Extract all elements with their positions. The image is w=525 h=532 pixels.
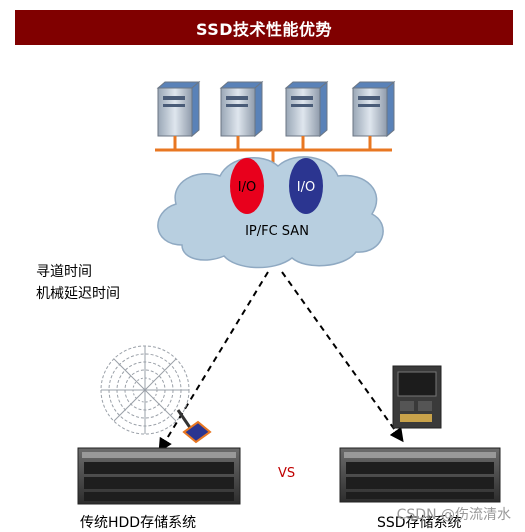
- ssd-board-icon: [392, 365, 442, 429]
- hdd-system-label: 传统HDD存储系统: [80, 515, 197, 531]
- server-1: [156, 80, 201, 138]
- vs-label: VS: [278, 466, 296, 481]
- ssd-storage-rack: [339, 447, 501, 503]
- server-3: [284, 80, 329, 138]
- read-head-icon: [176, 409, 212, 444]
- watermark: CSDN @伤流清水: [396, 507, 511, 523]
- io-label-blue: I/O: [297, 180, 315, 195]
- arrow-to-ssd: [281, 271, 404, 443]
- latency-label-mechanical: 机械延迟时间: [36, 286, 120, 302]
- hdd-storage-rack: [77, 447, 241, 505]
- arrow-to-hdd: [158, 271, 269, 453]
- io-label-red: I/O: [238, 180, 256, 195]
- latency-label-seek: 寻道时间: [36, 264, 92, 280]
- server-2: [219, 80, 264, 138]
- io-indicator-blue: [289, 158, 323, 214]
- page-title: SSD技术性能优势: [195, 19, 333, 39]
- io-indicator-red: [230, 158, 264, 214]
- network-bus: [155, 136, 392, 168]
- disk-platter-icon: [100, 345, 190, 435]
- san-cloud: [157, 156, 384, 269]
- title-bar: SSD技术性能优势: [15, 10, 513, 45]
- cloud-label: IP/FC SAN: [245, 224, 309, 239]
- ssd-system-label: SSD存储系统: [377, 515, 462, 531]
- server-group: [156, 80, 396, 138]
- server-4: [351, 80, 396, 138]
